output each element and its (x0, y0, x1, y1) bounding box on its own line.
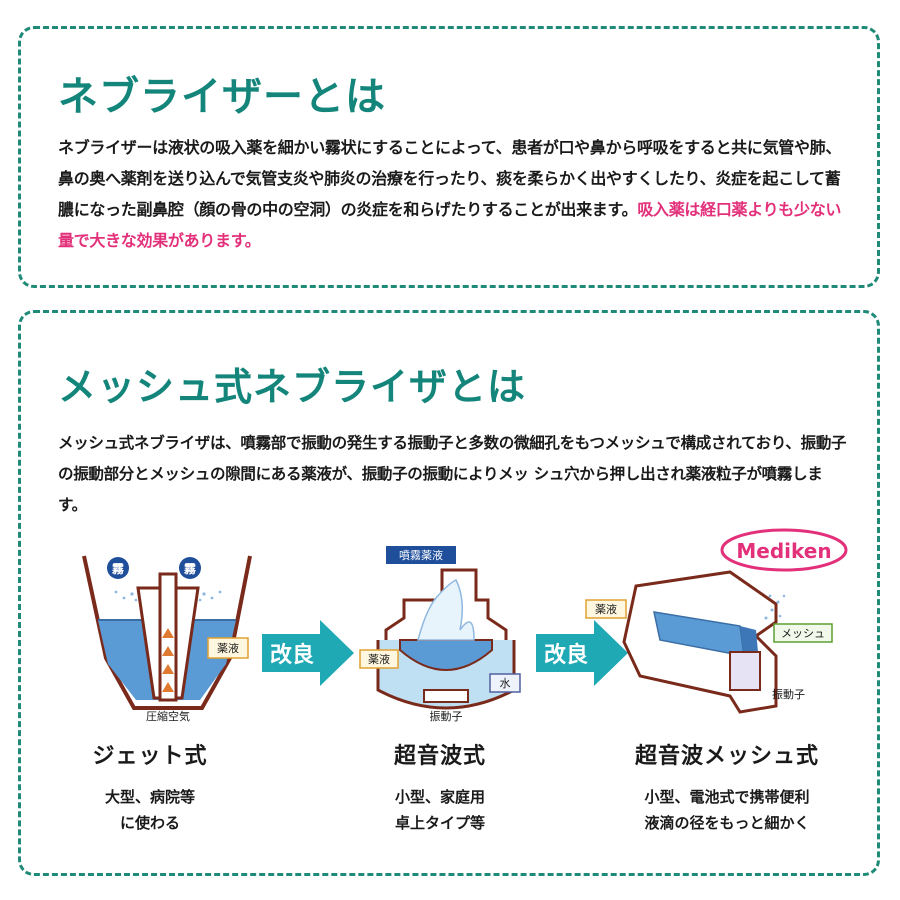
ultrasonic-liquid-label: 薬液 (368, 652, 390, 666)
ultrasonic-spray-label: 噴霧薬液 (399, 548, 443, 562)
caption-ultrasonic-line1: 小型、家庭用 (394, 788, 485, 806)
caption-jet-line1: 大型、病院等 (104, 788, 195, 806)
mesh-nebulizer-diagram: Mediken 薬液 メッシュ 振動子 (585, 528, 848, 714)
mediken-logo: Mediken (736, 539, 831, 563)
caption-jet-line2: に使わる (119, 814, 180, 832)
section-nebulizer-frame (18, 26, 880, 288)
section-body-mesh: メッシュ式ネブライザは、噴霧部で振動の発生する振動子と多数の微細孔をもつメッシュ… (58, 434, 847, 514)
caption-ultrasonic: 超音波式 小型、家庭用 卓上タイプ等 (320, 738, 560, 836)
caption-jet-title: ジェット式 (92, 744, 208, 769)
caption-jet: ジェット式 大型、病院等 に使わる (30, 738, 270, 836)
jet-nebulizer-diagram: 霧 霧 薬液 圧縮空気 (82, 555, 252, 723)
improvement-arrow-1: 改良 (262, 620, 354, 686)
caption-ultrasonic-title: 超音波式 (393, 744, 486, 769)
mesh-liquid-label: 薬液 (595, 602, 617, 616)
caption-mesh-line2: 液滴の径をもっと細かく (644, 814, 810, 832)
caption-mesh: 超音波メッシュ式 小型、電池式で携帯便利 液滴の径をもっと細かく (592, 738, 862, 836)
mesh-mesh-label: メッシュ (781, 627, 825, 640)
improvement-arrow-2-label: 改良 (544, 642, 588, 668)
section-mesh-frame (18, 310, 880, 876)
ultrasonic-water-label: 水 (500, 677, 511, 690)
jet-air-label: 圧縮空気 (146, 709, 190, 723)
section-title-nebulizer: ネブライザーとは (58, 74, 386, 120)
section-title-mesh: メッシュ式ネブライザとは (58, 365, 527, 409)
body-text: ネブライザーは液状の吸入薬を細かい霧状にすることによって、患者が口や鼻から呼吸を… (58, 138, 842, 219)
jet-liquid-label: 薬液 (217, 641, 239, 655)
caption-mesh-line1: 小型、電池式で携帯便利 (644, 788, 810, 806)
caption-ultrasonic-line2: 卓上タイプ等 (394, 814, 485, 832)
section-body-nebulizer: ネブライザーは液状の吸入薬を細かい霧状にすることによって、患者が口や鼻から呼吸を… (58, 132, 848, 256)
ultrasonic-vibrator-label: 振動子 (430, 709, 463, 723)
jet-mist-label-left: 霧 (112, 562, 125, 576)
caption-mesh-title: 超音波メッシュ式 (634, 744, 819, 769)
ultrasonic-nebulizer-diagram: 噴霧薬液 薬液 水 振動子 (359, 546, 521, 723)
improvement-arrow-1-label: 改良 (270, 642, 314, 668)
mesh-vibrator-label: 振動子 (772, 687, 805, 701)
body-highlight: 吸入薬は経口薬よりも少ない量で大きな効果があります。 (58, 200, 842, 250)
jet-mist-label-right: 霧 (184, 562, 197, 576)
improvement-arrow-2: 改良 (536, 620, 628, 686)
